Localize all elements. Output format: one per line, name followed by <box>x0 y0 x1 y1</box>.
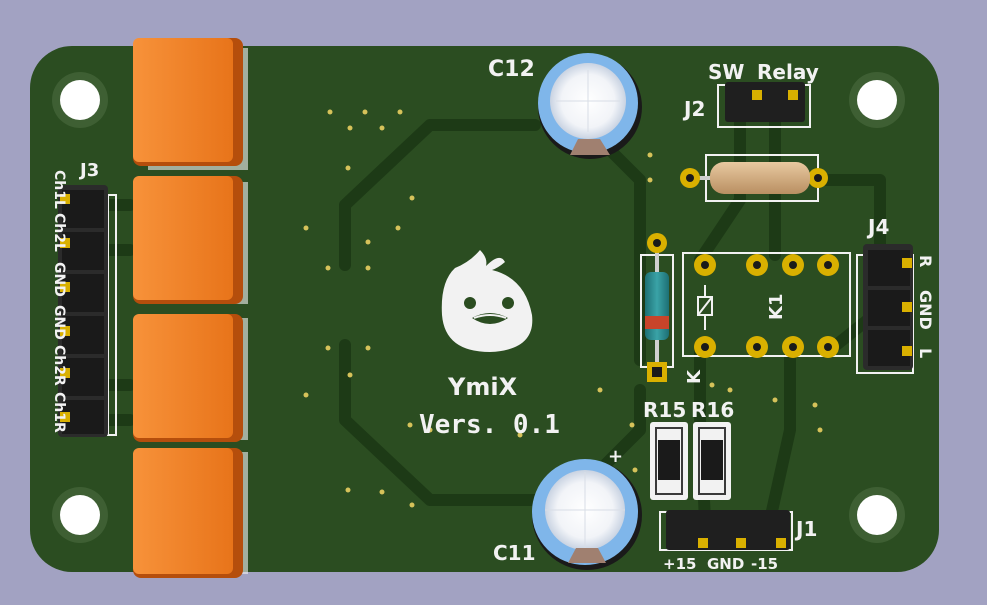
resistor-r15 <box>650 422 688 500</box>
audio-jacks <box>133 38 248 578</box>
j3-pin-5-label: Ch2R <box>51 345 67 386</box>
j4-ref-label: J4 <box>866 215 889 239</box>
c11-ref-label: C11 <box>493 541 536 565</box>
j1-gnd-label: GND <box>707 555 744 573</box>
relay-k-label: K <box>684 369 705 384</box>
j3-pin-3-label: GND <box>51 262 67 297</box>
j4-header <box>856 244 914 374</box>
j1-ref-label: J1 <box>794 517 817 541</box>
j3-pin-2-label: Ch2L <box>51 213 67 252</box>
j1-pos15-label: +15 <box>663 555 696 573</box>
j3-pin-1-label: Ch1L <box>51 170 67 209</box>
board-name: YmiX <box>447 373 518 401</box>
j2-relay-label: Relay <box>757 60 819 84</box>
board-version: Vers. 0.1 <box>419 410 560 440</box>
j3-pin-6-label: Ch1R <box>51 392 67 433</box>
c12-ref-label: C12 <box>488 57 535 82</box>
ymix-duck-logo <box>441 250 533 352</box>
j1-neg15-label: -15 <box>751 555 778 573</box>
j3-header <box>58 185 117 437</box>
r15-ref-label: R15 <box>643 398 686 422</box>
j3-pin-labels: Ch1L Ch2L GND GND Ch2R Ch1R <box>51 170 67 433</box>
k1-ref-label: K1 <box>766 294 787 320</box>
j1-header <box>659 510 793 551</box>
j3-pin-4-label: GND <box>51 305 67 340</box>
j4-pin-1-label: R <box>916 255 935 267</box>
axial-resistor <box>680 154 828 202</box>
relay-k1 <box>682 252 851 358</box>
r16-ref-label: R16 <box>691 398 734 422</box>
vias <box>303 109 823 508</box>
c11-polarity-mark: + <box>608 446 623 467</box>
capacitor-c11 <box>532 459 642 570</box>
j3-ref-label: J3 <box>78 160 99 181</box>
mounting-holes <box>52 72 905 543</box>
capacitor-c12 <box>538 53 642 159</box>
diode <box>640 233 674 382</box>
j4-pin-2-label: GND <box>916 290 935 330</box>
j2-header <box>717 82 811 128</box>
resistor-r16 <box>693 422 731 500</box>
j4-pin-3-label: L <box>916 348 935 358</box>
j2-sw-label: SW <box>708 60 744 84</box>
j2-ref-label: J2 <box>682 97 705 121</box>
